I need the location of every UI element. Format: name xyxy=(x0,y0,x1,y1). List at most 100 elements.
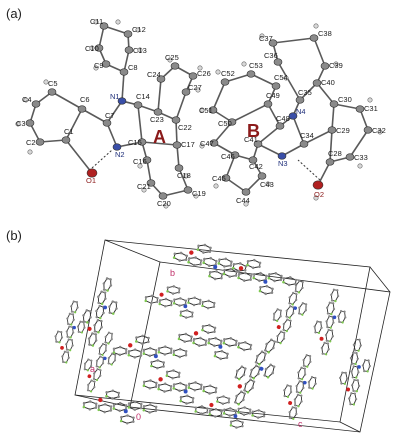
bond-C50-C49 xyxy=(231,103,269,123)
atom-n1 xyxy=(117,97,127,105)
atom-c50 xyxy=(227,118,237,126)
atom-c48 xyxy=(275,122,285,130)
hydrogen-atom xyxy=(135,27,141,33)
hydrogen-atom xyxy=(199,107,205,113)
atom-c18 xyxy=(174,164,184,172)
atom-c17 xyxy=(172,141,182,149)
atom-label-c52: C52 xyxy=(221,69,235,78)
atom-c25 xyxy=(170,62,180,70)
atom-label-c6: C6 xyxy=(80,95,90,104)
hydrogen-atom xyxy=(241,61,247,67)
atom-c35 xyxy=(295,96,305,104)
atom-c4 xyxy=(31,100,41,108)
bond-C46-C45 xyxy=(225,154,236,179)
atom-label-c13: C13 xyxy=(133,46,147,55)
bond-C13-C8 xyxy=(123,49,130,73)
hydrogen-atom xyxy=(23,97,29,103)
axis-label-b: b xyxy=(170,268,175,278)
bond-C22-C17 xyxy=(175,119,178,146)
packed-molecule xyxy=(272,279,308,345)
atom-label-c51: C51 xyxy=(199,106,213,115)
hydrogen-atom xyxy=(377,129,383,135)
atom-c7 xyxy=(102,119,112,127)
bond-C2-C1 xyxy=(39,139,67,143)
atom-label-c35: C35 xyxy=(298,88,312,97)
atom-label-c19: C19 xyxy=(192,189,206,198)
atom-label-c45: C45 xyxy=(212,174,226,183)
atom-c31 xyxy=(355,105,365,113)
atom-c21 xyxy=(146,179,156,187)
atom-c45 xyxy=(221,174,231,182)
hydrogen-atom xyxy=(367,97,373,103)
atom-label-c28: C28 xyxy=(328,149,342,158)
hydrogen-atom xyxy=(93,19,99,25)
atom-label-n4: N4 xyxy=(296,107,306,116)
hydrogen-atom xyxy=(137,163,143,169)
packed-molecule xyxy=(142,369,218,405)
bond-C18-C17 xyxy=(176,144,180,169)
hydrogen-atom xyxy=(313,23,319,29)
panel-b-label: (b) xyxy=(6,228,22,243)
packed-molecule xyxy=(338,338,372,406)
bond-C50-C47 xyxy=(213,121,233,144)
atom-label-c14: C14 xyxy=(136,92,150,101)
hydrogen-atom xyxy=(199,143,205,149)
atom-label-c38: C38 xyxy=(318,29,332,38)
hydrogen-atom xyxy=(43,79,49,85)
atom-c40 xyxy=(312,79,322,87)
bond-C32-C33 xyxy=(349,129,369,158)
panel-b-crystal-packing: (b) b a 0 c xyxy=(0,222,410,437)
atom-label-c9: C9 xyxy=(94,61,104,70)
atom-c28 xyxy=(325,158,335,166)
bond-C29-C34 xyxy=(303,129,333,145)
atom-label-c44: C44 xyxy=(236,196,250,205)
atom-label-c42: C42 xyxy=(249,162,263,171)
atom-c22 xyxy=(171,116,181,124)
atom-c49 xyxy=(263,100,273,108)
atom-c13 xyxy=(124,46,134,54)
packed-molecule xyxy=(313,288,347,356)
atom-c41 xyxy=(253,140,263,148)
atom-c52 xyxy=(220,78,230,86)
bond-C23-C24 xyxy=(157,78,162,113)
atom-c51 xyxy=(208,106,218,114)
packed-molecule xyxy=(112,334,188,370)
atom-label-c46: C46 xyxy=(221,152,235,161)
atom-c33 xyxy=(345,153,355,161)
atom-c53 xyxy=(246,70,256,78)
bond-C36-C35 xyxy=(277,61,301,101)
hydrogen-atom xyxy=(195,87,201,93)
atom-c1 xyxy=(61,136,71,144)
bond-N3-C41 xyxy=(257,143,283,157)
bond-C30-C31 xyxy=(333,103,361,110)
atom-c16 xyxy=(142,156,152,164)
atom-label-c50: C50 xyxy=(218,119,232,128)
bond-N1-C7 xyxy=(106,100,123,124)
unit-cell-box xyxy=(74,239,391,433)
atom-c44 xyxy=(241,188,251,196)
atom-c30 xyxy=(329,100,339,108)
atom-c3 xyxy=(25,119,35,127)
atom-label-c8: C8 xyxy=(128,63,138,72)
atom-c26 xyxy=(188,72,198,80)
hydrogen-bond-1 xyxy=(91,149,113,169)
packed-molecule xyxy=(283,354,317,420)
atom-o2 xyxy=(312,180,324,190)
hydrogen-atom xyxy=(115,19,121,25)
atom-n4 xyxy=(288,112,298,120)
bond-C7-C6 xyxy=(81,108,108,124)
bond-C53-C52 xyxy=(224,73,252,83)
hydrogen-atom xyxy=(137,47,143,53)
hydrogen-atom xyxy=(193,193,199,199)
packed-molecule xyxy=(177,323,253,361)
atom-c46 xyxy=(230,151,240,159)
atom-c47 xyxy=(209,139,219,147)
atom-ellipsoids xyxy=(15,19,383,209)
atom-c27 xyxy=(181,88,191,96)
atom-label-c36: C36 xyxy=(264,51,278,60)
ring-label-b: B xyxy=(247,121,260,141)
hydrogen-atom xyxy=(313,195,319,201)
atom-c15 xyxy=(137,138,147,146)
hydrogen-atom xyxy=(259,33,265,39)
